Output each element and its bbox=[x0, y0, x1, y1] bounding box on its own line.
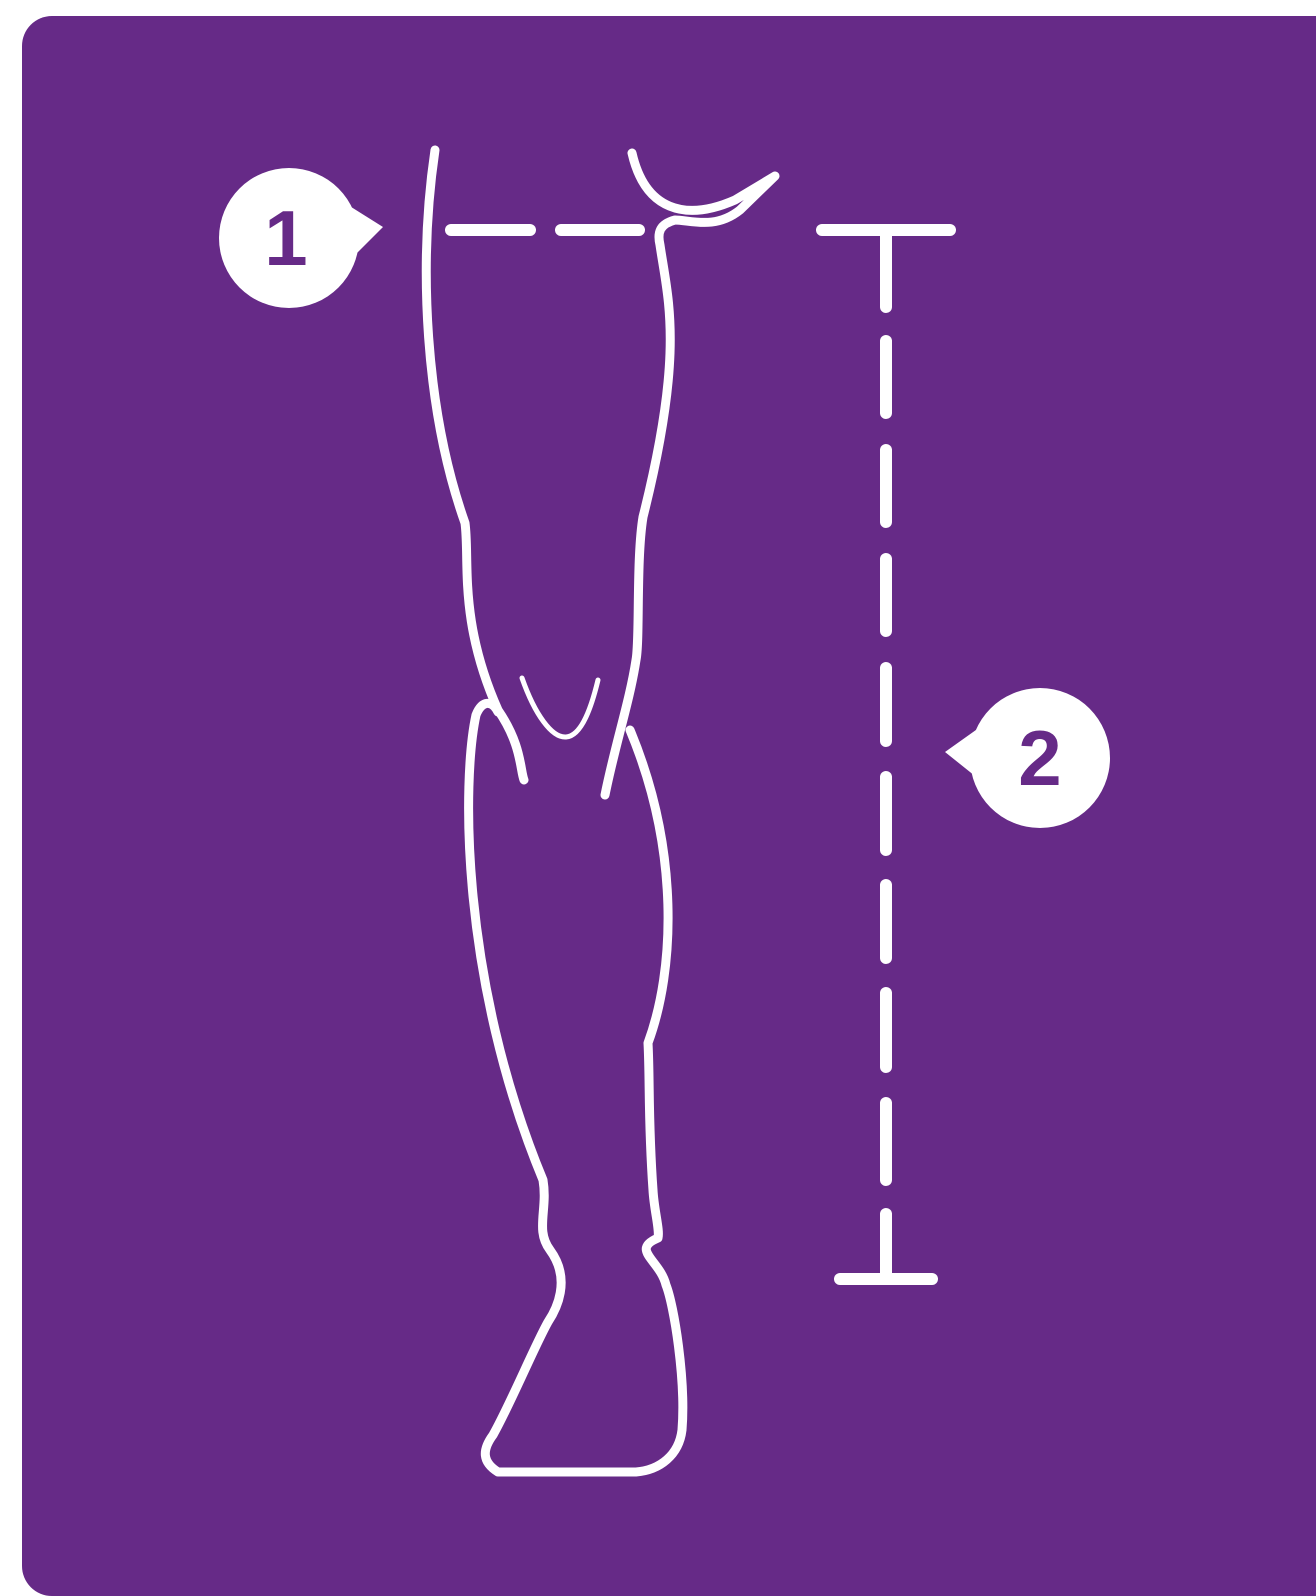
calf-back-line bbox=[469, 703, 683, 1472]
leg-measurement-diagram: 1 2 bbox=[0, 0, 1316, 1560]
thigh-back-line bbox=[426, 150, 524, 780]
marker-1-label: 1 bbox=[264, 194, 307, 282]
marker-badge-2: 2 bbox=[945, 688, 1110, 828]
knee-cap-line bbox=[522, 678, 598, 737]
marker-2-label: 2 bbox=[1018, 714, 1061, 802]
buttock-curve bbox=[605, 153, 775, 795]
leg-outline-icon bbox=[426, 150, 775, 1472]
measurement-line-2 bbox=[822, 230, 950, 1279]
marker-badge-1: 1 bbox=[219, 168, 383, 308]
